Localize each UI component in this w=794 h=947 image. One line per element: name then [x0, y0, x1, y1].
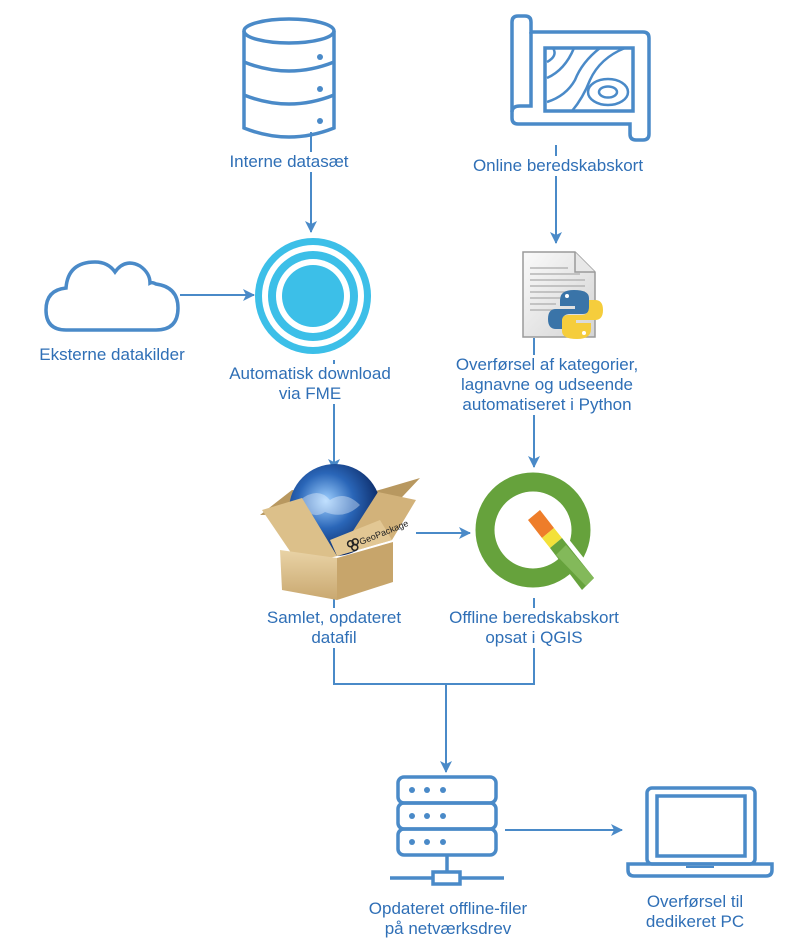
laptop-icon: [626, 786, 774, 878]
server-network-icon: [390, 775, 504, 886]
label-python: Overførsel af kategorier, lagnavne og ud…: [438, 355, 656, 415]
label-fme: Automatisk download via FME: [212, 364, 408, 404]
qgis-logo-icon: [475, 472, 598, 590]
fme-target-icon: [255, 238, 371, 354]
label-qgis: Offline beredskabskort opsat i QGIS: [430, 608, 638, 648]
label-network-drive: Opdateret offline-filer på netværksdrev: [350, 899, 546, 939]
geopackage-box-icon: GeoPackage: [260, 464, 420, 600]
python-script-icon: [522, 251, 603, 339]
label-geopackage: Samlet, opdateret datafil: [246, 608, 422, 648]
label-online-map: Online beredskabskort: [468, 156, 648, 176]
map-scroll-icon: [510, 14, 651, 142]
label-external-sources: Eksterne datakilder: [22, 345, 202, 365]
label-pc: Overførsel til dedikeret PC: [620, 892, 770, 932]
label-internal-data: Interne datasæt: [200, 152, 378, 172]
database-icon: [242, 17, 336, 139]
cloud-icon: [44, 260, 180, 332]
